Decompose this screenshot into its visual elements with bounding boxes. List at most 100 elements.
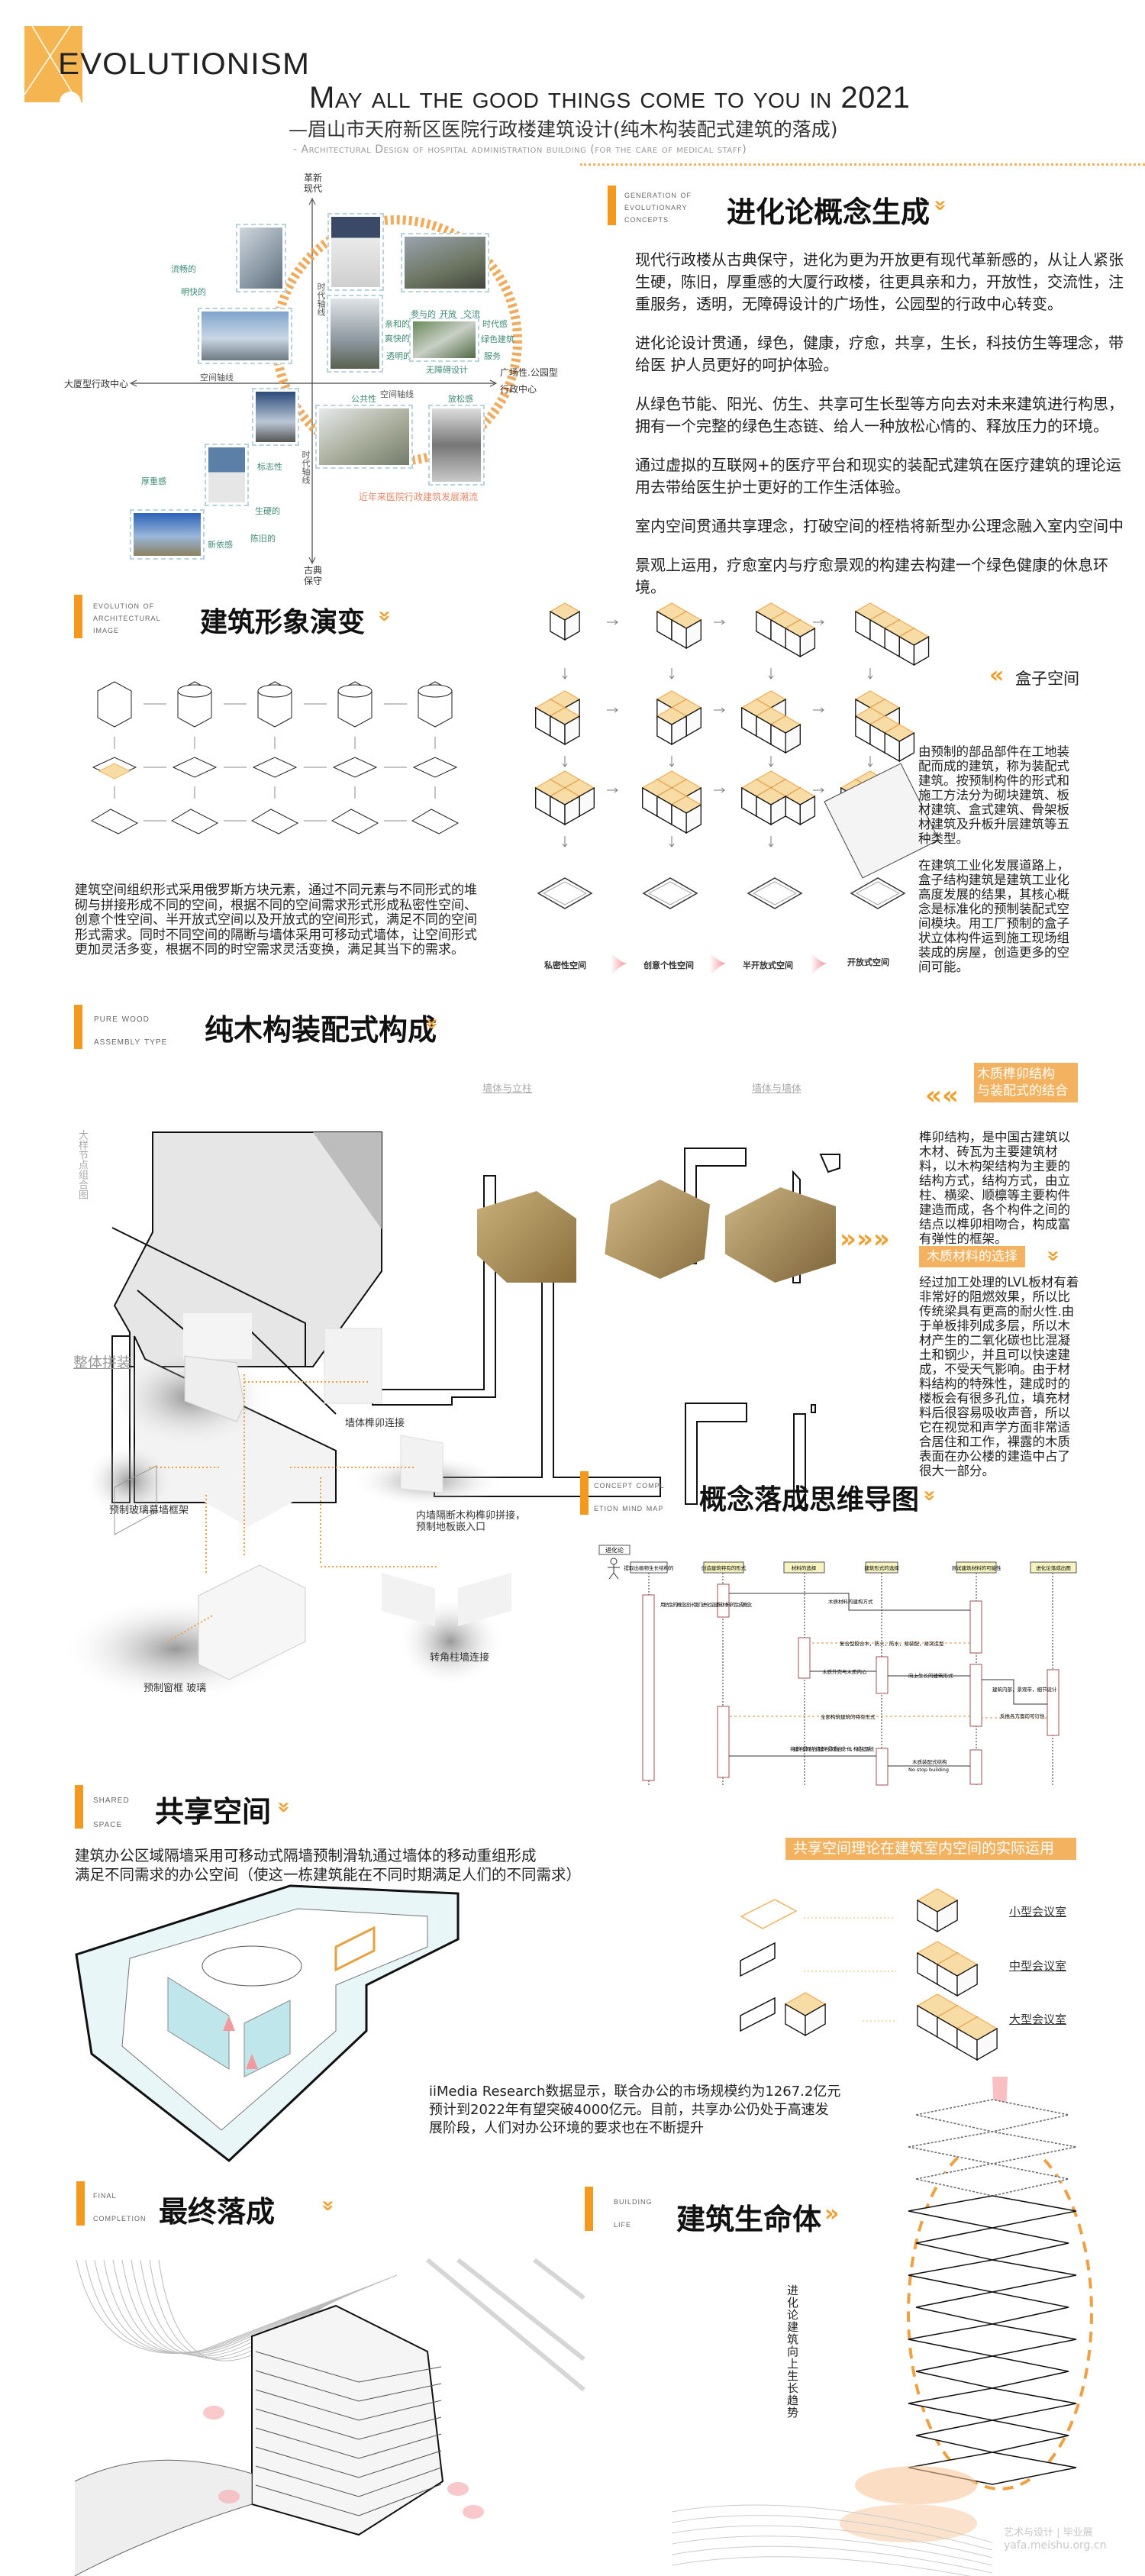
space-axis-label: 空间轴线 bbox=[200, 373, 234, 383]
lifeline-label: 测试建筑材料的可能性 bbox=[952, 1564, 1002, 1571]
lifeline-label: 提取出植物生长结构的 bbox=[624, 1564, 675, 1571]
assembly-label: 墙体榫卯连接 bbox=[345, 1418, 405, 1429]
cube-side bbox=[685, 618, 702, 650]
keyword: 时代感 bbox=[482, 319, 508, 329]
keyword: 厚重感 bbox=[141, 476, 166, 486]
axis-right-label: 广场性.公园型行政中心 bbox=[500, 367, 558, 395]
floor-slab bbox=[908, 2195, 1077, 2229]
axis-bottom-label: 古典保守 bbox=[304, 565, 323, 586]
room-outline bbox=[642, 877, 698, 909]
time-axis-label: 时代轴线 bbox=[316, 282, 326, 316]
floor-slab bbox=[908, 2131, 1077, 2164]
arrow-down-icon bbox=[867, 668, 873, 680]
cube-side bbox=[913, 635, 930, 667]
section-marker bbox=[76, 2181, 85, 2226]
keyword: 放松感 bbox=[448, 394, 473, 404]
lifeline-label: 建筑形式的选择 bbox=[864, 1564, 899, 1571]
cube-side bbox=[799, 795, 816, 826]
subtitle-cn: —眉山市天府新区医院行政楼建筑设计(纯木构装配式建筑的落成) bbox=[289, 118, 838, 140]
section-en-title: Sharedspace bbox=[93, 1793, 130, 1829]
section-marker bbox=[580, 1471, 589, 1515]
space-type-label: 创意个性空间 bbox=[643, 960, 694, 970]
actor-box bbox=[598, 1545, 631, 1555]
subtitle-en: - Architectural Design of hospital admin… bbox=[293, 144, 747, 156]
arrow-down-icon bbox=[669, 756, 675, 767]
message-label: No stop building bbox=[908, 1767, 949, 1773]
form-evolution-diagram bbox=[90, 681, 460, 834]
section-title: 共享空间 bbox=[155, 1795, 272, 1829]
space-type-label: 私密性空间 bbox=[544, 960, 586, 970]
message-label: 木质装配式结构 bbox=[912, 1758, 947, 1765]
arrow-down-icon bbox=[768, 668, 774, 680]
chevron-down-icon: » bbox=[314, 2200, 342, 2212]
keyword: 服务 bbox=[484, 351, 501, 361]
box-space-text: 由预制的部品部件在工地装配而成的建筑，称为装配式建筑。按预制构件的形式和施工方法… bbox=[918, 744, 1069, 974]
arrow-right-icon bbox=[607, 787, 618, 793]
form-plan bbox=[172, 757, 218, 778]
cube-side bbox=[956, 1963, 978, 1997]
message-label: 木质材料的建构方式 bbox=[828, 1598, 873, 1605]
final-site-drawing bbox=[74, 2258, 585, 2576]
chevron-down-icon: » bbox=[916, 1490, 943, 1502]
arrow-right-icon bbox=[714, 787, 725, 793]
room-outline bbox=[747, 877, 803, 909]
chevron-down-icon: » bbox=[1040, 1250, 1067, 1262]
cube-side bbox=[685, 803, 702, 834]
room-label: 中型会议室 bbox=[1009, 1959, 1067, 1973]
keyword: 流畅的 bbox=[171, 264, 196, 274]
cube-side bbox=[976, 2027, 998, 2061]
message-label: 将建筑与景观结合使建筑与景观融合成一体，构成生态系统 bbox=[790, 1745, 875, 1752]
space-axis-label: 空间轴线 bbox=[380, 389, 414, 399]
building-mass bbox=[251, 2304, 444, 2536]
section-marker bbox=[74, 1005, 82, 1049]
keyword: 交流 bbox=[463, 309, 480, 319]
building-photo bbox=[409, 318, 479, 362]
box-evolution-diagram bbox=[534, 602, 940, 909]
floor-slab bbox=[915, 2355, 1069, 2389]
axis-top-label: 革新现代 bbox=[304, 173, 323, 194]
keyword: 标志性 bbox=[257, 462, 282, 472]
message-label: 向上生长的建筑形式 bbox=[908, 1672, 953, 1679]
detail-vertical-label: 大样节点组合图 bbox=[76, 1130, 88, 1199]
building-life-drawing bbox=[671, 2077, 1093, 2576]
section-title: 纯木构装配式构成 bbox=[205, 1013, 437, 1047]
market-research-text: iiMedia Research数据显示，联合办公的市场规模约为1267.2亿元… bbox=[429, 2084, 841, 2136]
axis-left-label: 大厦型行政中心 bbox=[64, 379, 129, 389]
chevron-down-icon: » bbox=[270, 1801, 298, 1813]
chevron-left-icon: «« bbox=[925, 1080, 959, 1111]
room-label: 大型会议室 bbox=[1009, 2013, 1067, 2026]
section-marker bbox=[75, 1785, 83, 1829]
cube-side bbox=[785, 723, 801, 754]
shared-text: 建筑办公区域隔墙采用可移动式隔墙预制滑轨通过墙体的移动重组形成满足不同需求的办公… bbox=[75, 1847, 582, 1884]
section-title: 建筑形象演变 bbox=[200, 607, 366, 638]
lifeline-label: 材料的选择 bbox=[792, 1564, 817, 1571]
message-label: 全部构筑建筑的特有形式 bbox=[821, 1713, 876, 1720]
floor-slab bbox=[908, 2259, 1077, 2293]
space-type-label: 开放式空间 bbox=[847, 957, 889, 967]
keyword: 无障碍设计 bbox=[426, 365, 468, 375]
form-plan bbox=[252, 757, 298, 778]
form-plan bbox=[412, 757, 458, 778]
room-outline bbox=[850, 877, 906, 909]
message-label: 建筑内部，景观带，细节设计 bbox=[992, 1686, 1057, 1693]
chevron-down-icon: » bbox=[418, 1018, 446, 1030]
floor-slab bbox=[915, 2163, 1069, 2197]
cube-side bbox=[937, 1899, 958, 1933]
chevron-left-icon: « bbox=[989, 662, 1005, 689]
message-label: 复合型胶合木，防火，防水，易装配，易突造型 bbox=[840, 1640, 944, 1647]
arrow-down-icon bbox=[669, 836, 675, 847]
wood-panel-text: 榫卯结构，是中国古建筑以木材、砖瓦为主要建筑材料，以木构架结构为主要的结构方式，… bbox=[919, 1130, 1070, 1246]
arrow-down-icon bbox=[867, 756, 873, 767]
cube-side bbox=[564, 795, 580, 826]
keyword: 公共性 bbox=[351, 394, 376, 404]
arrow-down-icon bbox=[669, 668, 675, 680]
building-photo bbox=[327, 295, 383, 373]
wood-joint-photo bbox=[477, 1191, 576, 1283]
arrow-right-icon bbox=[813, 787, 824, 793]
space-flow-arrows bbox=[611, 953, 827, 976]
keyword: 陈旧的 bbox=[250, 534, 276, 544]
keyword: 参与的 bbox=[411, 309, 436, 319]
trend-caption: 近年来医院行政建筑发展潮流 bbox=[359, 492, 479, 502]
chevron-right-icon: » bbox=[824, 2200, 840, 2227]
